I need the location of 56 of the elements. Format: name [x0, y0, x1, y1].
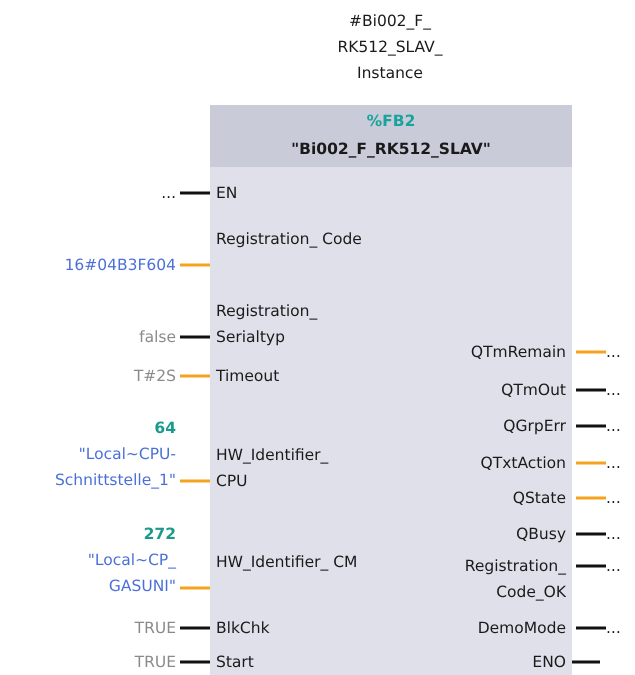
pin-label: HW_Identifier_ CM	[216, 552, 358, 573]
pin-label: QTxtAction	[480, 453, 566, 474]
wire	[576, 532, 606, 536]
parameter-value: "Local~CP_ GASUNI"	[86, 550, 176, 597]
parameter-value: 16#04B3F604	[64, 255, 176, 276]
wire	[180, 586, 210, 590]
parameter-value: ...	[606, 342, 622, 363]
parameter-value: ...	[606, 416, 622, 437]
wire	[180, 192, 210, 194]
wire	[576, 496, 606, 500]
pin-label: BlkChk	[216, 618, 271, 639]
block-name: "Bi002_F_RK512_SLAV"	[291, 139, 491, 160]
pin-label: EN	[216, 183, 238, 204]
parameter-value: ...	[606, 618, 622, 639]
wire	[572, 660, 600, 664]
parameter-value: ...	[606, 524, 622, 545]
pin-label: Start	[216, 652, 255, 673]
wire	[576, 424, 606, 428]
wire	[180, 660, 210, 664]
wire	[576, 388, 606, 392]
pin-label: QState	[512, 488, 566, 509]
parameter-number: 272	[142, 524, 176, 545]
parameter-value: TRUE	[134, 652, 176, 673]
pin-label: DemoMode	[476, 618, 566, 639]
wire	[180, 336, 210, 338]
parameter-number: 64	[153, 418, 176, 439]
pin-label: Registration_ Serialtyp	[216, 301, 318, 348]
pin-label: QTmRemain	[470, 342, 566, 363]
wire	[576, 564, 606, 568]
function-block	[210, 105, 572, 675]
pin-label: HW_Identifier_ CPU	[216, 445, 330, 492]
instance-name: #Bi002_F_ RK512_SLAV_ Instance	[336, 11, 444, 84]
parameter-value: TRUE	[134, 618, 176, 639]
block-address: %FB2	[366, 111, 416, 132]
parameter-value: ...	[160, 183, 176, 204]
wire	[576, 350, 606, 354]
parameter-value: false	[138, 327, 176, 348]
wire	[576, 626, 606, 630]
parameter-value: "Local~CPU- Schnittstelle_1"	[54, 444, 176, 491]
wire	[576, 462, 606, 464]
pin-label: Registration_ Code_OK	[464, 556, 566, 603]
wire	[180, 374, 210, 378]
pin-label: QTmOut	[500, 380, 566, 401]
pin-label: ENO	[531, 652, 566, 673]
pin-label: Registration_ Code	[216, 229, 363, 250]
wire	[180, 480, 210, 482]
pin-label: QGrpErr	[502, 416, 566, 437]
wire	[180, 626, 210, 630]
parameter-value: ...	[606, 453, 622, 474]
parameter-value: ...	[606, 380, 622, 401]
parameter-value: ...	[606, 556, 622, 577]
pin-label: Timeout	[216, 366, 280, 387]
parameter-value: T#2S	[132, 366, 176, 387]
pin-label: QBusy	[515, 524, 566, 545]
parameter-value: ...	[606, 488, 622, 509]
wire	[180, 264, 210, 266]
